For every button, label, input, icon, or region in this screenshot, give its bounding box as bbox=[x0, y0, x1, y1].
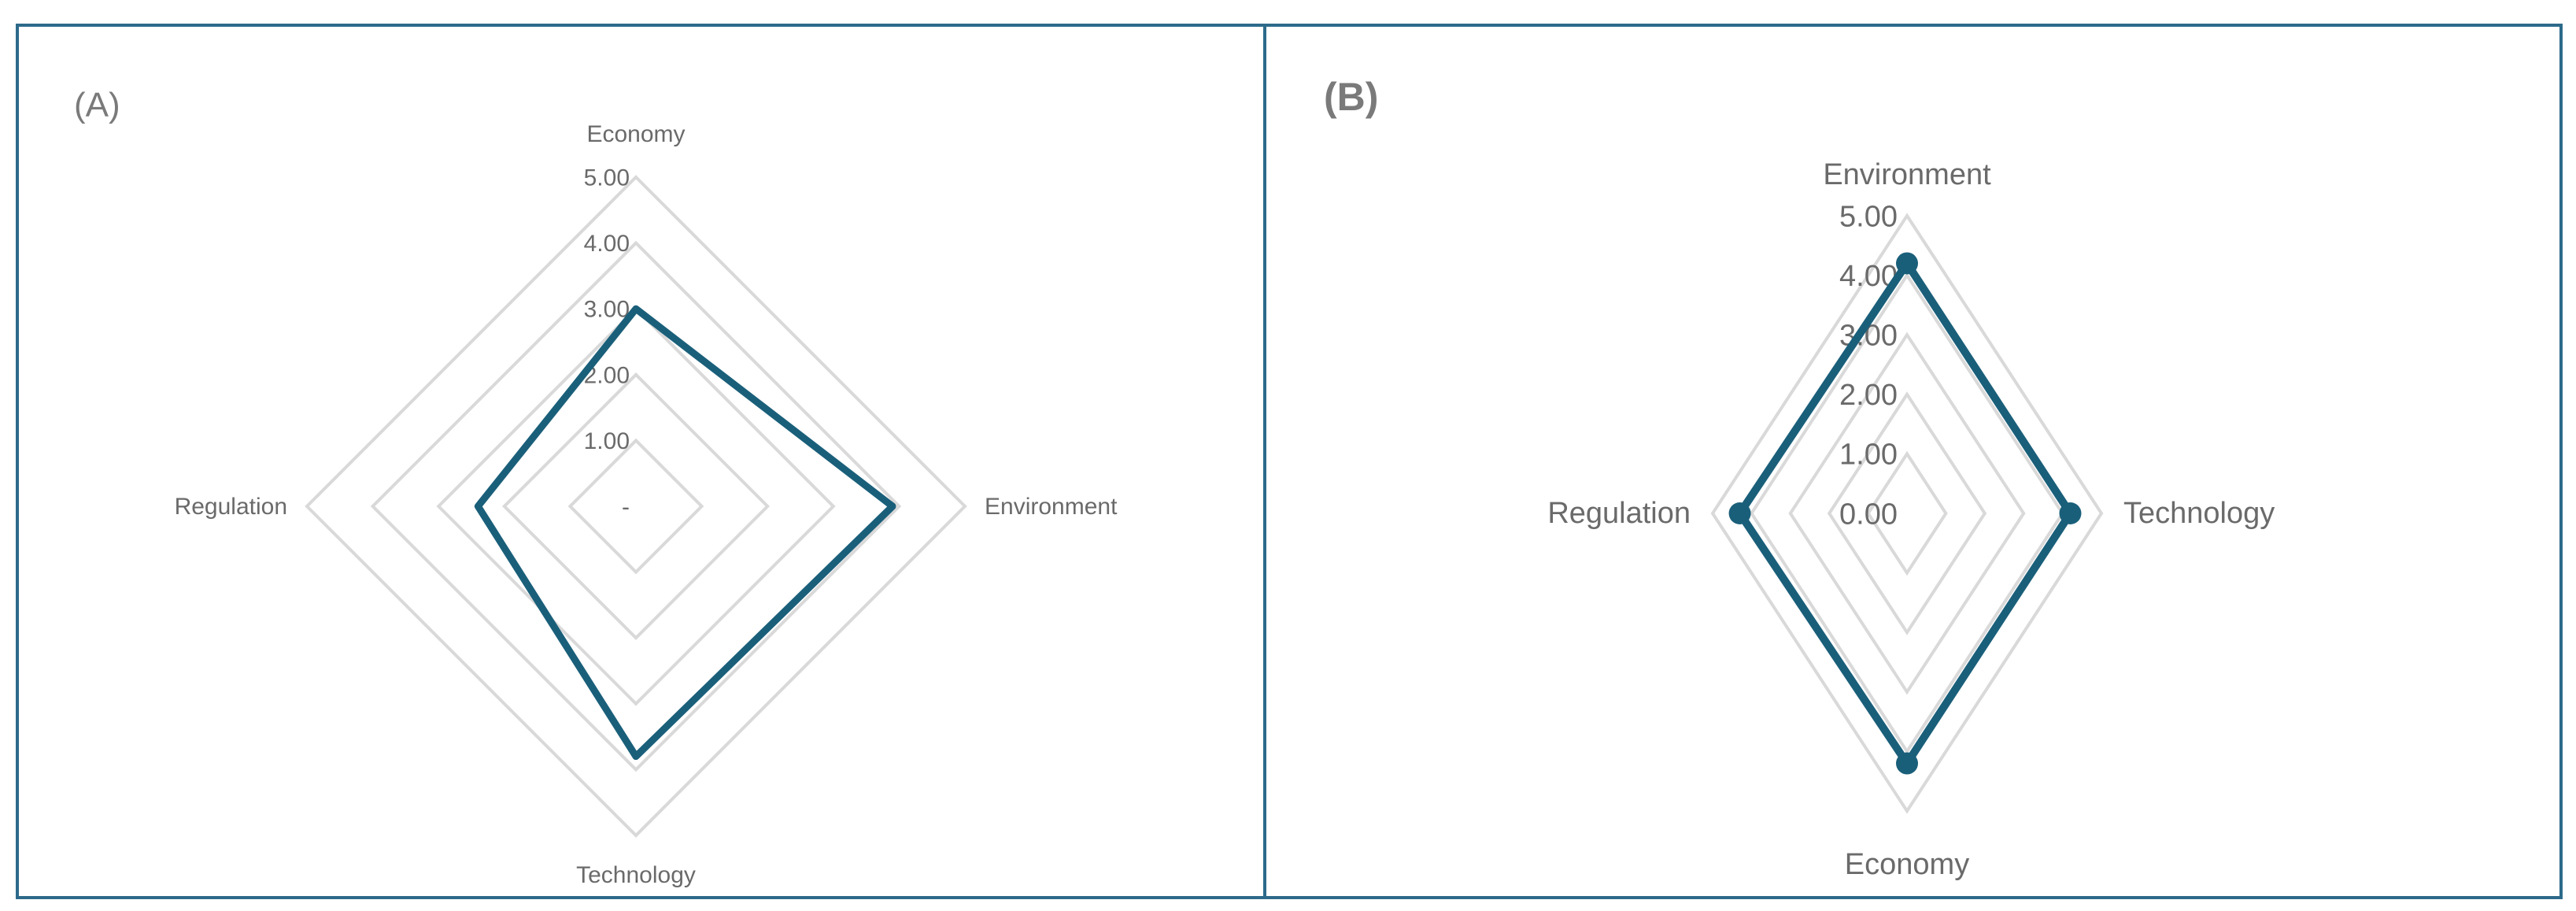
panel-a-axis-label-economy: Economy bbox=[586, 121, 685, 147]
panel-a-series bbox=[474, 305, 896, 761]
panel-a-grid-ring bbox=[370, 240, 902, 772]
panel-a-tick-label: 3.00 bbox=[584, 297, 630, 323]
panel-a-tick-label: - bbox=[622, 494, 630, 520]
panel-b-tick-label: 1.00 bbox=[1839, 439, 1898, 472]
panel-b-grid-ring bbox=[1750, 272, 2064, 755]
panel-b-axis-label-technology: Technology bbox=[2123, 497, 2275, 530]
panel-a-tag: (A) bbox=[74, 86, 120, 124]
panel-a-tick-label: 1.00 bbox=[584, 428, 630, 454]
panel-b-grid-ring bbox=[1788, 331, 2026, 695]
panel-b-grid-ring bbox=[1827, 391, 1987, 635]
panel-b-grid-ring bbox=[1866, 450, 1948, 576]
panel-b-axis-label-regulation: Regulation bbox=[1547, 497, 1691, 530]
panel-b: (B) 0.001.002.003.004.005.00 Environment… bbox=[1324, 75, 2275, 881]
panel-b-ticks: 0.001.002.003.004.005.00 bbox=[1839, 200, 1898, 531]
panel-a-grid bbox=[305, 175, 967, 838]
panel-a-axis-label-regulation: Regulation bbox=[175, 494, 287, 520]
panel-b-axis-label-economy: Economy bbox=[1845, 848, 1969, 881]
panel-b-series-point-regulation bbox=[1728, 502, 1751, 524]
panel-b-tick-label: 5.00 bbox=[1839, 200, 1898, 233]
panel-b-series-point-economy bbox=[1896, 752, 1918, 775]
panel-a-grid-ring bbox=[305, 175, 967, 838]
panel-b-axis-label-environment: Environment bbox=[1823, 158, 1991, 191]
panel-b-series bbox=[1728, 252, 2082, 775]
panel-b-tag: (B) bbox=[1324, 75, 1378, 119]
panel-a-grid-ring bbox=[567, 438, 704, 575]
panel-a-grid-ring bbox=[501, 372, 771, 641]
panel-a: (A) -1.002.003.004.005.00 EconomyEnviron… bbox=[74, 86, 1118, 888]
panel-b-grid-ring bbox=[1710, 213, 2104, 814]
panel-a-tick-label: 5.00 bbox=[584, 165, 630, 191]
panel-a-tick-label: 4.00 bbox=[584, 231, 630, 257]
panel-a-axis-label-environment: Environment bbox=[985, 494, 1118, 520]
panel-b-tick-label: 2.00 bbox=[1839, 379, 1898, 412]
panel-b-series-point-technology bbox=[2059, 502, 2082, 524]
panel-b-series-point-environment bbox=[1896, 252, 1918, 275]
outer-frame bbox=[16, 24, 2563, 899]
panel-b-grid bbox=[1710, 213, 2104, 814]
panel-a-series-line bbox=[474, 305, 896, 761]
panel-a-axis-label-technology: Technology bbox=[576, 862, 696, 888]
panel-a-grid-ring bbox=[436, 306, 836, 706]
panel-b-tick-label: 0.00 bbox=[1839, 498, 1898, 531]
